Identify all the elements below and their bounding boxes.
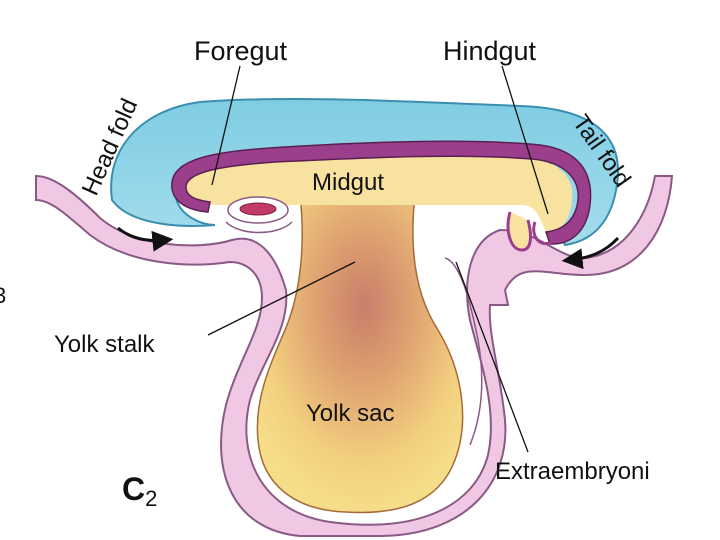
head-fold-arrow bbox=[117, 226, 174, 252]
figure-id-subscript: 2 bbox=[145, 486, 157, 511]
yolk-sac bbox=[256, 194, 464, 514]
heart-region bbox=[225, 196, 293, 234]
tail-fold-arrow bbox=[561, 236, 620, 270]
label-yolk-stalk: Yolk stalk bbox=[54, 331, 156, 358]
label-extraembryonic: Extraembryoni bbox=[495, 458, 650, 485]
label-hindgut: Hindgut bbox=[443, 36, 537, 66]
label-foregut: Foregut bbox=[194, 36, 288, 66]
hindgut-allantois bbox=[506, 211, 553, 252]
hindgut-leader bbox=[501, 65, 549, 215]
left-edge-fragment: 3 bbox=[0, 283, 6, 308]
label-yolk-sac: Yolk sac bbox=[306, 400, 395, 427]
extraembryonic-leader bbox=[455, 261, 529, 453]
outer-membrane bbox=[35, 174, 674, 537]
foregut-leader bbox=[211, 65, 241, 186]
figure-id: C2 bbox=[122, 471, 157, 511]
label-midgut: Midgut bbox=[312, 169, 384, 196]
endoderm-layer bbox=[171, 140, 592, 245]
figure-id-letter: C bbox=[122, 471, 145, 507]
extraembryonic-coelom bbox=[444, 257, 483, 446]
gut-cavity bbox=[184, 155, 573, 234]
yolk-stalk-leader bbox=[207, 261, 356, 336]
